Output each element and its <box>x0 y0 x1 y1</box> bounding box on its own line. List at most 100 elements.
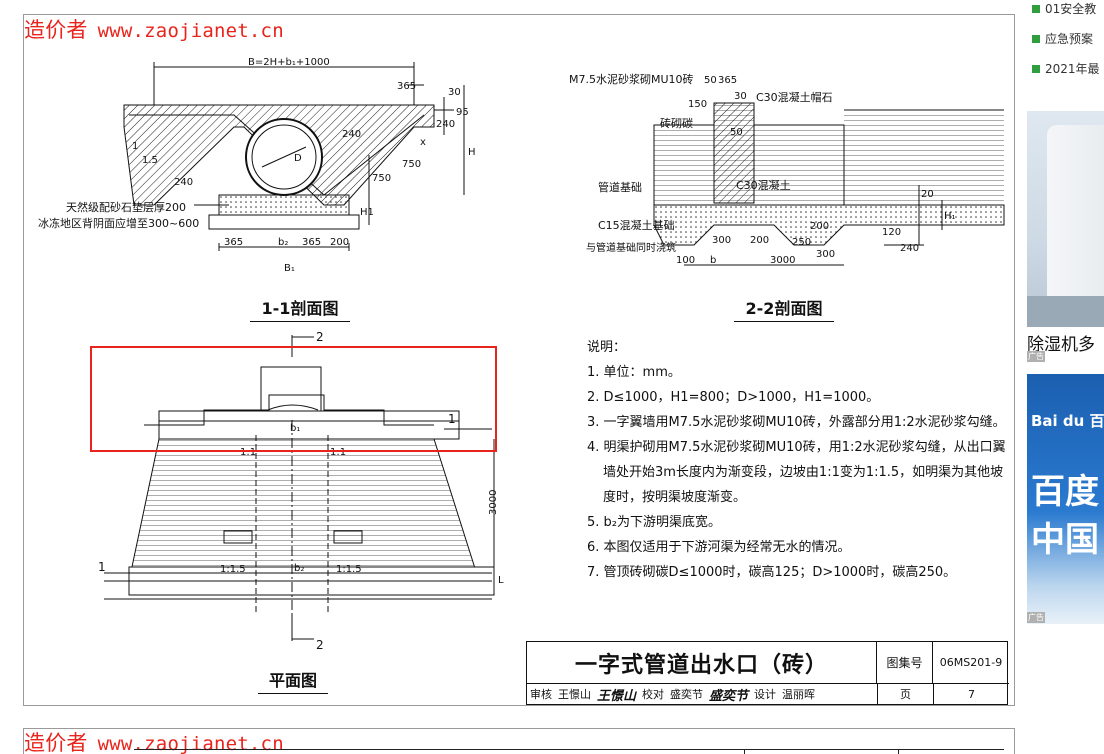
dim-m365: 365 <box>718 75 737 86</box>
dim-b365a: 365 <box>224 237 243 248</box>
checker-signature: 盛奕节 <box>709 688 749 704</box>
section-title-22-text: 2-2剖面图 <box>745 299 823 318</box>
mortar-note: M7.5水泥砂浆砌MU10砖 <box>569 72 694 86</box>
ad-headline-1: 百度 <box>1031 472 1099 512</box>
design-label: 设计 <box>754 688 777 701</box>
review-label: 审核 <box>530 688 552 701</box>
sheet-border-line <box>134 749 1004 750</box>
note-item: 3. 一字翼墙用M7.5水泥砂浆砌MU10砖，外露部分用1:2水泥砂浆勾缝。 <box>587 415 1006 430</box>
title-block: 一字式管道出水口（砖） 图集号 06MS201-9 审核 王憬山 王憬山 校对 … <box>526 641 1009 705</box>
dim-k200a: 200 <box>750 235 769 246</box>
cut-1-right: 1 <box>448 412 456 426</box>
designer: 温丽晖 <box>782 688 816 701</box>
dim-b2: b₂ <box>278 237 288 248</box>
dim-H: H <box>468 147 476 158</box>
section-title-22: 2-2剖面图 <box>734 295 834 322</box>
watermark-next: 造价者 www.zaojianet.cn <box>24 727 284 754</box>
dim-m50b: 50 <box>730 127 743 138</box>
drawing-sheet: 造价者 www.zaojianet.cn <box>23 14 1015 706</box>
note-item: 7. 管顶砖砌碳D≤1000时，碳高125；D>1000时，碳高250。 <box>587 565 957 580</box>
dim-k3000: 3000 <box>770 255 795 266</box>
watermark-brand: 造价者 <box>24 18 88 42</box>
dim-D: D <box>294 153 302 164</box>
dim-kH: H₁ <box>944 211 956 222</box>
dim-m150: 150 <box>688 99 707 110</box>
baidu-logo: Bai du 百度 <box>1031 412 1104 430</box>
page-label: 页 <box>877 684 933 704</box>
dim-k20: 20 <box>921 189 934 200</box>
ad-caption[interactable]: 除湿机多 <box>1027 335 1095 355</box>
news-item-label: 01安全教 <box>1045 2 1097 16</box>
samepour-note: 与管道基础同时浇筑 <box>586 241 676 254</box>
dim-30: 30 <box>448 87 461 98</box>
plan-ratio-15a: 1:1.5 <box>220 564 246 575</box>
note-item: 2. D≤1000，H1=800；D>1000，H1=1000。 <box>587 390 880 405</box>
ad-headline-2: 中国 <box>1031 520 1099 560</box>
plan-b1: b₁ <box>290 423 300 434</box>
dim-kb: b <box>710 255 716 266</box>
set-number: 06MS201-9 <box>933 642 1009 684</box>
slope-15: 1.5 <box>142 155 158 166</box>
dim-b200: 200 <box>330 237 349 248</box>
section-title-plan: 平面图 <box>258 667 328 694</box>
frost-note: 冰冻地区背阴面应增至300~600 <box>38 216 199 230</box>
checker: 盛奕节 <box>670 688 704 701</box>
news-item[interactable]: 2021年最 <box>1032 60 1100 77</box>
dim-240c: 240 <box>174 177 193 188</box>
section-title-11-text: 1-1剖面图 <box>261 299 339 318</box>
dim-k300b: 300 <box>816 249 835 260</box>
note-item: 6. 本图仅适用于下游河渠为经常无水的情况。 <box>587 540 851 555</box>
cut-2-bottom: 2 <box>316 638 324 652</box>
drawing-svg: B=2H+b₁+1000 365 30 240 95 H x 750 750 2… <box>38 57 1005 652</box>
dim-top: B=2H+b₁+1000 <box>248 57 330 68</box>
page-number: 7 <box>933 684 1009 704</box>
plan-ratio-1a: 1:1 <box>240 447 256 458</box>
check-label: 校对 <box>642 688 665 701</box>
drawing-sheet-next: 造价者 www.zaojianet.cn <box>23 728 1015 754</box>
c30-note: C30混凝土 <box>736 178 791 192</box>
bullet-icon <box>1032 64 1040 73</box>
sheet-inner-box <box>744 749 899 754</box>
plan-b2: b₂ <box>294 563 304 574</box>
c15-note: C15混凝土基础 <box>598 218 675 232</box>
watermark: 造价者 www.zaojianet.cn <box>24 14 284 44</box>
news-item[interactable]: 应急预案 <box>1032 30 1093 47</box>
reviewer-signature: 王憬山 <box>597 688 637 704</box>
cap-note: C30混凝土帽石 <box>756 90 833 104</box>
right-sidebar: 01安全教 应急预案 2021年最 除湿机多 广告 Bai du 百度 百度 中… <box>1024 0 1104 754</box>
section-title-plan-text: 平面图 <box>268 671 317 690</box>
watermark-url: www.zaojianet.cn <box>97 20 284 42</box>
appliance-base <box>1027 296 1104 327</box>
dim-b365b: 365 <box>302 237 321 248</box>
plan-ratio-1b: 1:1 <box>330 447 346 458</box>
set-label: 图集号 <box>877 642 933 684</box>
cut-1-left: 1 <box>98 560 106 574</box>
ad-baidu-banner[interactable]: Bai du 百度 百度 中国 <box>1027 374 1104 624</box>
notes-block: 说明： 1. 单位：mm。 2. D≤1000，H1=800；D>1000，H1… <box>587 335 1007 585</box>
watermark-next-brand: 造价者 <box>24 731 88 754</box>
dim-365: 365 <box>397 81 416 92</box>
watermark-next-url: www.zaojianet.cn <box>97 733 284 754</box>
reviewer: 王憬山 <box>558 688 591 701</box>
note-item: 1. 单位：mm。 <box>587 365 681 380</box>
dim-m30: 30 <box>734 91 747 102</box>
news-item[interactable]: 01安全教 <box>1032 0 1096 17</box>
dim-240b: 240 <box>342 129 361 140</box>
cut-2-top: 2 <box>316 330 324 344</box>
dim-750a: 750 <box>402 159 421 170</box>
dim-k100: 100 <box>676 255 695 266</box>
pipebase-note: 管道基础 <box>598 180 642 194</box>
ad-dehumidifier-image[interactable] <box>1027 111 1104 327</box>
drawing-title: 一字式管道出水口（砖） <box>527 642 877 684</box>
dim-k200b: 200 <box>810 221 829 232</box>
notes-heading: 说明： <box>587 340 627 355</box>
dim-k300a: 300 <box>712 235 731 246</box>
note-item: 4. 明渠护砌用M7.5水泥砂浆砌MU10砖，用1:2水泥砂浆勾缝，从出口翼墙处… <box>587 440 1006 505</box>
note-item: 5. b₂为下游明渠底宽。 <box>587 515 721 530</box>
ad-tag: 广告 <box>1027 351 1045 362</box>
slope-1: 1 <box>132 141 138 152</box>
dim-95: 95 <box>456 107 469 118</box>
signature-row: 审核 王憬山 王憬山 校对 盛奕节 盛奕节 设计 温丽晖 <box>527 684 1009 704</box>
section-title-11: 1-1剖面图 <box>250 295 350 322</box>
appliance-shape <box>1047 125 1104 305</box>
